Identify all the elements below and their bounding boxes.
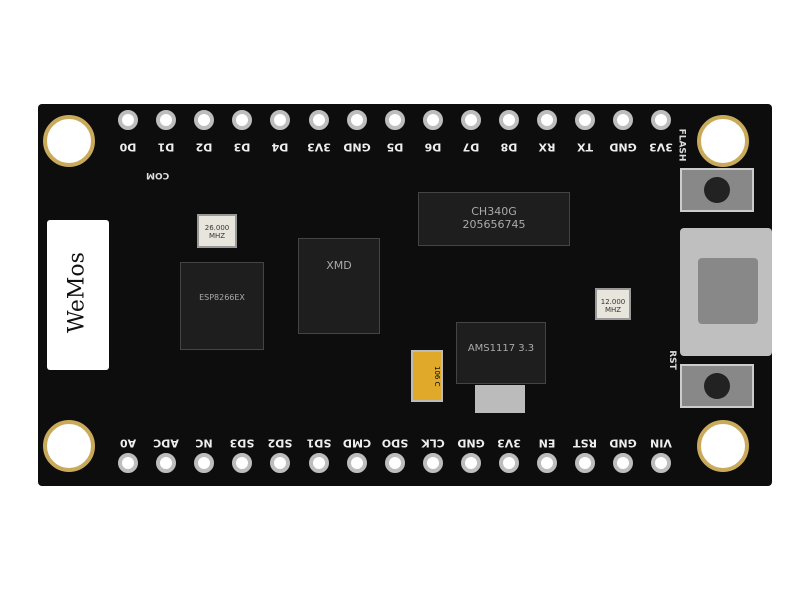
pin-label: 3V3 [649, 140, 674, 154]
pin-label: RST [573, 436, 598, 450]
pin-rx [537, 110, 558, 130]
pin-label: D7 [462, 140, 480, 154]
logo-text: WeMos [64, 252, 90, 333]
pin-rst [575, 453, 596, 473]
ch340-code: 205656745 [462, 218, 526, 231]
rst-label: RST [666, 350, 677, 370]
pin-label: D1 [157, 140, 175, 154]
pin-label: NC [195, 436, 213, 450]
pin-label: GND [342, 140, 371, 154]
pin-label: 3V3 [497, 436, 521, 450]
pin-d8 [499, 110, 519, 130]
pin-d3 [232, 110, 253, 130]
pin-en [537, 453, 558, 473]
pin-label: CMD [342, 436, 371, 450]
ams1117-regulator: AMS1117 3.3 [456, 322, 546, 384]
mounting-hole [697, 115, 749, 167]
pin-label: D0 [119, 140, 137, 154]
pin-label: D6 [424, 140, 442, 154]
pin-label: CLK [420, 436, 445, 450]
pin-d5 [384, 110, 405, 130]
pin-3v3 [651, 110, 672, 130]
pin-label: VIN [650, 436, 673, 450]
pin-label: A0 [119, 436, 137, 450]
pin-label: SD1 [306, 436, 331, 450]
flash-button[interactable] [680, 168, 754, 212]
pin-clk [422, 453, 443, 473]
mounting-hole [697, 420, 749, 472]
micro-usb-port[interactable] [680, 228, 772, 356]
flash-label: FLASH [676, 128, 687, 162]
pin-label: ADC [153, 436, 179, 450]
reset-button[interactable] [680, 364, 754, 408]
pin-label: GND [457, 436, 485, 450]
pin-a0 [118, 453, 138, 473]
pin-label: GND [609, 436, 637, 450]
mounting-hole [43, 115, 95, 167]
pin-adc [156, 453, 177, 473]
pin-label: RX [538, 140, 556, 154]
pin-3v3 [499, 453, 519, 473]
pin-label: SD2 [268, 436, 293, 450]
pin-label: D4 [271, 140, 289, 154]
pin-vin [651, 453, 672, 473]
pin-label: 3V3 [306, 140, 331, 154]
tantalum-capacitor: 106 C [411, 350, 443, 402]
pin-label: D8 [500, 140, 518, 154]
pin-gnd [460, 453, 481, 473]
pin-label: EN [538, 436, 556, 450]
pin-sd2 [270, 453, 291, 473]
pin-label: D5 [386, 140, 404, 154]
pin-sdo [384, 453, 405, 473]
pin-d1 [156, 110, 177, 130]
pin-label: D3 [233, 140, 251, 154]
pin-d2 [194, 110, 215, 130]
pin-gnd [346, 110, 367, 130]
pcb-board [38, 104, 772, 486]
esp8266-chip: ESP8266EX [180, 262, 264, 350]
pin-label: TX [577, 140, 594, 154]
pin-label: GND [609, 140, 637, 154]
pin-gnd [613, 110, 634, 130]
pin-label: SD3 [229, 436, 255, 450]
pin-d4 [270, 110, 291, 130]
pin-label: D2 [195, 140, 213, 154]
pin-d0 [118, 110, 138, 130]
pin-3v3 [308, 110, 329, 130]
regulator-tab [475, 385, 525, 413]
pin-d6 [422, 110, 443, 130]
ch340-label: CH340G [471, 205, 517, 218]
pin-d7 [460, 110, 481, 130]
com-label: COM [146, 170, 170, 180]
crystal-12mhz: 12.000 MHZ [595, 288, 631, 320]
pin-sd3 [232, 453, 253, 473]
flash-chip: XMD [298, 238, 380, 334]
pin-tx [575, 110, 596, 130]
wemos-logo: WeMos [47, 220, 109, 370]
pin-cmd [346, 453, 367, 473]
pin-label: SDO [381, 436, 408, 450]
pin-gnd [613, 453, 634, 473]
crystal-26mhz: 26.000 MHZ [197, 214, 237, 248]
pin-sd1 [308, 453, 329, 473]
pin-nc [194, 453, 215, 473]
mounting-hole [43, 420, 95, 472]
